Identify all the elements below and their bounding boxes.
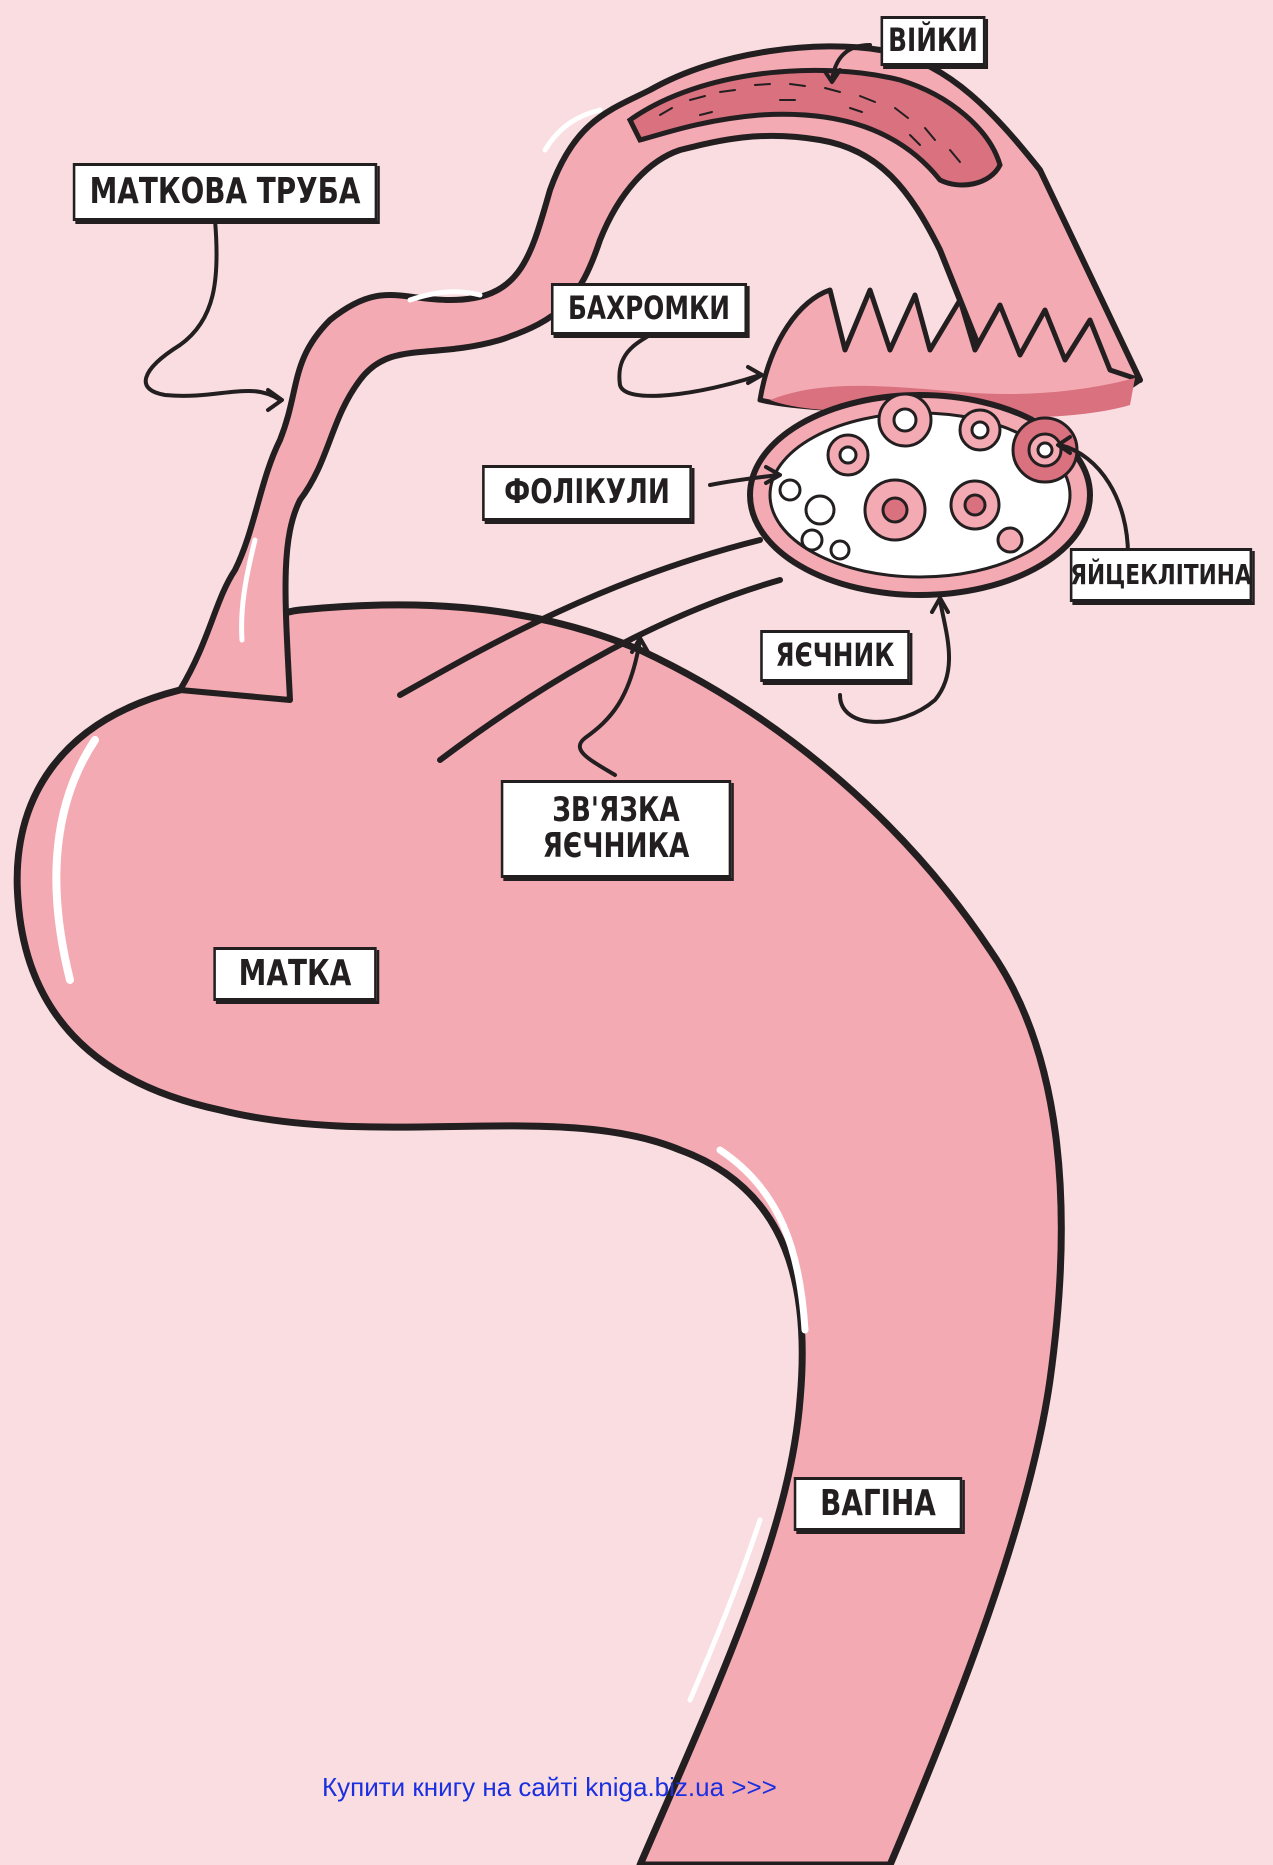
label-ovarian-ligament-line1: ЗВ'ЯЗКА [552, 793, 680, 829]
label-follicles: ФОЛІКУЛИ [482, 465, 692, 521]
label-egg-cell: ЯЙЦЕКЛІТИНА [1070, 548, 1252, 602]
label-fimbriae: БАХРОМКИ [551, 283, 747, 335]
buy-book-link[interactable]: Купити книгу на сайті kniga.biz.ua >>> [322, 1772, 777, 1803]
label-ovarian-ligament-line2: ЯЄЧНИКА [543, 829, 690, 865]
label-ovarian-ligament: ЗВ'ЯЗКА ЯЄЧНИКА [501, 780, 731, 878]
label-vagina: ВАГІНА [794, 1477, 963, 1531]
label-uterus: МАТКА [213, 947, 376, 1001]
label-fallopian-tube: МАТКОВА ТРУБА [73, 163, 377, 221]
label-cilia: ВІЙКИ [881, 16, 986, 66]
label-ovary: ЯЄЧНИК [760, 630, 910, 682]
